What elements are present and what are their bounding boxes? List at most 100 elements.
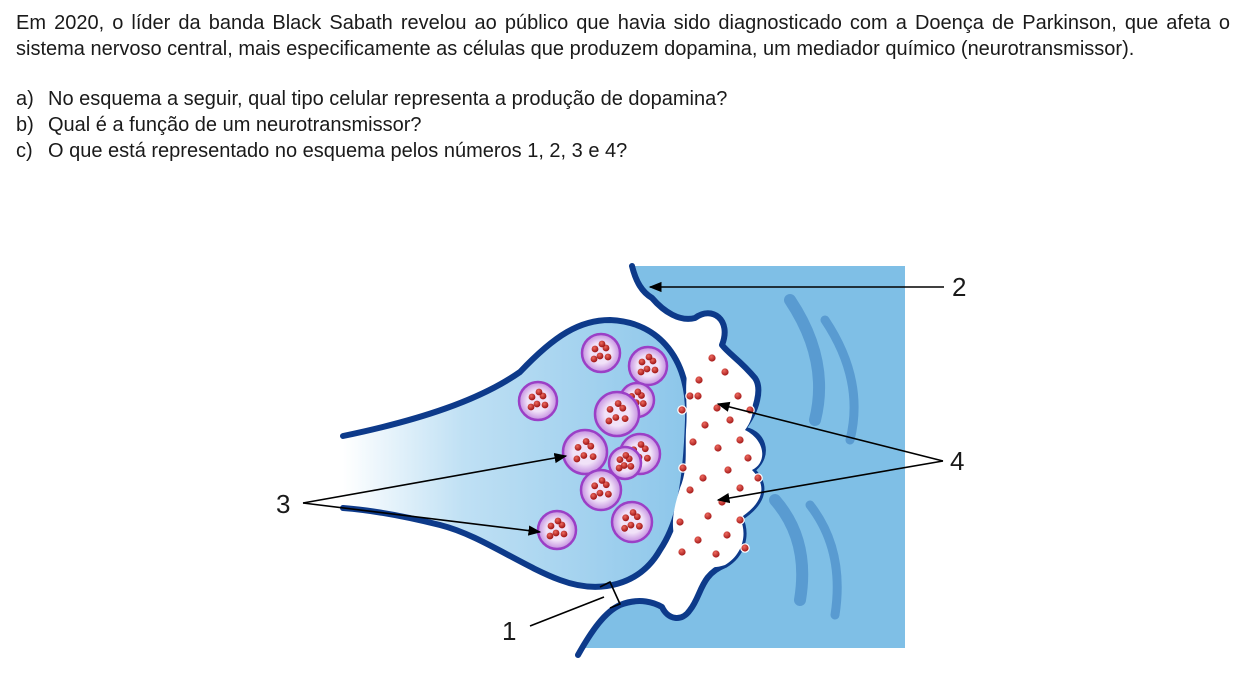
vesicle-molecule	[635, 522, 643, 530]
label-3: 3	[276, 489, 290, 519]
vesicle-molecule	[627, 462, 635, 470]
vesicle-molecule	[589, 453, 597, 461]
neurotransmitter-molecule	[707, 353, 717, 363]
vesicle-molecule	[622, 452, 630, 459]
vesicle-molecule	[634, 388, 642, 396]
neurotransmitter-molecule	[685, 391, 695, 401]
vesicle-molecule	[598, 477, 606, 484]
vesicle-molecule	[619, 404, 627, 412]
molecule-group	[675, 353, 763, 559]
neurotransmitter-molecule	[735, 515, 745, 525]
field-arcs	[769, 294, 859, 620]
neurotransmitter-molecule	[688, 437, 698, 447]
vesicle-molecule	[541, 401, 549, 409]
vesicle-molecule	[616, 456, 624, 464]
vesicle-molecule	[604, 353, 612, 361]
neurotransmitter-molecule	[694, 375, 704, 385]
neurotransmitter-molecule	[743, 453, 753, 463]
postsynaptic-cell	[580, 266, 905, 648]
vesicle-molecule	[606, 405, 614, 413]
neurotransmitter-molecule	[685, 485, 695, 495]
vesicle-molecule	[633, 513, 641, 521]
vesicle-molecule	[641, 445, 649, 453]
vesicle-molecule	[535, 388, 543, 396]
vesicle-molecule	[547, 522, 555, 530]
vesicle-molecule	[629, 509, 637, 516]
vesicle-molecule	[620, 462, 628, 469]
synaptic-vesicle	[593, 390, 641, 438]
neurotransmitter-molecule	[733, 391, 743, 401]
question-letter: b)	[16, 114, 34, 136]
vesicle-molecule	[590, 492, 598, 500]
vesicle-molecule	[651, 366, 659, 374]
pointer-line-3b	[302, 502, 542, 536]
vesicle-molecule	[637, 368, 645, 376]
question-text-c: O que está representado no esquema pelos…	[48, 140, 628, 162]
vesicle-molecule	[612, 414, 620, 421]
neurotransmitter-molecule	[675, 517, 685, 527]
vesicle-molecule	[643, 454, 651, 462]
synaptic-cleft	[672, 359, 763, 568]
vesicle-molecule	[604, 490, 612, 498]
question-text-b: Qual é a função de um neurotransmissor?	[48, 114, 422, 136]
question-item: c) O que está representado no esquema pe…	[16, 138, 1230, 164]
neurotransmitter-molecule	[753, 473, 763, 483]
neurotransmitter-molecule	[725, 415, 735, 425]
vesicle-molecule	[627, 521, 635, 529]
vesicle-molecule	[560, 530, 568, 538]
vesicle-molecule	[587, 442, 595, 450]
vesicle-molecule	[528, 393, 536, 401]
question-text: Em 2020, o líder da banda Black Sabath r…	[16, 10, 1230, 164]
question-letter: c)	[16, 140, 33, 162]
neurotransmitter-molecule	[720, 367, 730, 377]
question-item: b) Qual é a função de um neurotransmisso…	[16, 112, 1230, 138]
vesicle-molecule	[596, 489, 604, 497]
question-item: a) No esquema a seguir, qual tipo celula…	[16, 86, 1230, 112]
vesicle-molecule	[591, 345, 599, 353]
vesicle-molecule	[614, 400, 622, 407]
vesicle-molecule	[638, 358, 646, 366]
neurotransmitter-molecule	[740, 543, 750, 553]
vesicle-molecule	[637, 441, 645, 448]
synapse-diagram: 2 4 3 1	[255, 255, 1015, 665]
intro-paragraph: Em 2020, o líder da banda Black Sabath r…	[16, 12, 1230, 60]
vesicle-molecule	[533, 400, 541, 408]
pointer-line-1	[529, 596, 605, 627]
question-list: a) No esquema a seguir, qual tipo celula…	[16, 86, 1230, 164]
field-arc	[784, 294, 826, 426]
field-arc	[769, 494, 809, 606]
vesicle-molecule	[573, 455, 581, 463]
vesicle-molecule	[602, 481, 610, 489]
vesicle-molecule	[574, 443, 582, 451]
neurotransmitter-molecule	[735, 435, 745, 445]
neurotransmitter-molecule	[678, 463, 688, 473]
question-text-a: No esquema a seguir, qual tipo celular r…	[48, 88, 728, 110]
vesicle-molecule	[643, 365, 651, 373]
vesicle-molecule	[527, 403, 535, 411]
neurotransmitter-molecule	[677, 547, 687, 557]
vesicle-molecule	[580, 452, 588, 459]
vesicle-molecule	[552, 529, 560, 537]
neurotransmitter-molecule	[698, 473, 708, 483]
neurotransmitter-molecule	[723, 465, 733, 475]
pointer-line-4b	[716, 460, 944, 504]
vesicle-molecule	[596, 352, 604, 360]
cleft-bracket	[599, 580, 622, 609]
vesicle-molecule	[639, 400, 647, 407]
label-1: 1	[502, 616, 516, 646]
synaptic-vesicle	[561, 428, 609, 476]
neurotransmitter-molecule	[713, 443, 723, 453]
neurotransmitter-molecule	[703, 511, 713, 521]
neurotransmitter-molecule	[677, 405, 687, 415]
neurotransmitter-molecule	[700, 420, 710, 430]
neurotransmitter-molecule	[711, 549, 721, 559]
neurotransmitter-molecule	[693, 391, 703, 401]
pointer-line-3a	[302, 452, 568, 504]
label-2: 2	[952, 272, 966, 302]
neurotransmitter-molecule	[693, 535, 703, 545]
pointer-line-4a	[716, 401, 944, 462]
vesicle-molecule	[621, 415, 629, 423]
vesicle-molecule	[645, 353, 653, 361]
vesicle-molecule	[546, 532, 554, 540]
neurotransmitter-molecule	[722, 530, 732, 540]
